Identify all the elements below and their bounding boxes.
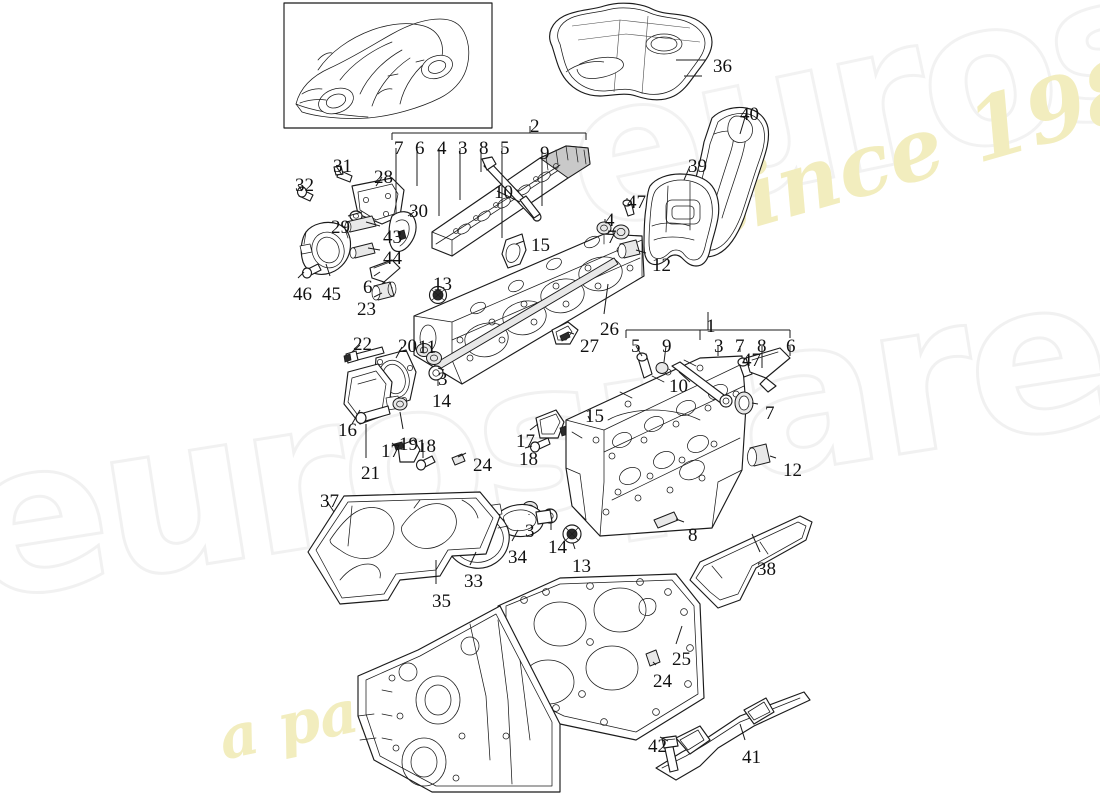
- callout-number-19[interactable]: 19: [399, 434, 418, 455]
- callout-number-5[interactable]: 5: [500, 138, 510, 159]
- callout-number-14[interactable]: 14: [548, 537, 567, 558]
- part-41-rail: [655, 691, 811, 781]
- part-39-chain-cover: [643, 173, 720, 267]
- part-24-dowel-lower: [645, 649, 661, 667]
- part-37-gasket: [307, 491, 501, 605]
- callout-number-3[interactable]: 3: [525, 521, 535, 542]
- callout-number-18[interactable]: 18: [519, 449, 538, 470]
- callout-number-18[interactable]: 18: [417, 436, 436, 457]
- callout-number-43[interactable]: 43: [383, 227, 402, 248]
- callout-number-27[interactable]: 27: [580, 336, 599, 357]
- callout-number-20[interactable]: 20: [398, 336, 417, 357]
- callout-number-4[interactable]: 4: [437, 138, 447, 159]
- callout-number-7[interactable]: 7: [765, 403, 775, 424]
- callout-number-41[interactable]: 41: [742, 747, 761, 768]
- callout-number-46[interactable]: 46: [293, 284, 312, 305]
- callout-number-8[interactable]: 8: [757, 336, 767, 357]
- callout-number-7[interactable]: 7: [394, 138, 404, 159]
- callout-number-45[interactable]: 45: [322, 284, 341, 305]
- callout-number-38[interactable]: 38: [757, 559, 776, 580]
- callout-number-44[interactable]: 44: [383, 248, 402, 269]
- callout-number-17[interactable]: 17: [381, 441, 400, 462]
- callout-number-33[interactable]: 33: [464, 571, 483, 592]
- callout-number-6[interactable]: 6: [786, 336, 796, 357]
- leader-lines: [297, 59, 791, 742]
- part-12-bush-upper: [617, 239, 641, 259]
- callout-number-47[interactable]: 47: [742, 350, 761, 371]
- callout-number-12[interactable]: 12: [783, 460, 802, 481]
- callout-number-5[interactable]: 5: [631, 336, 641, 357]
- callout-number-13[interactable]: 13: [572, 556, 591, 577]
- callout-number-25[interactable]: 25: [672, 649, 691, 670]
- callout-number-8[interactable]: 8: [688, 525, 698, 546]
- callout-number-3[interactable]: 3: [438, 369, 448, 390]
- callout-number-34[interactable]: 34: [508, 547, 527, 568]
- callout-number-9[interactable]: 9: [540, 143, 550, 164]
- part-27-sensor: [551, 321, 579, 345]
- callout-number-2[interactable]: 2: [530, 116, 540, 137]
- callout-number-29[interactable]: 29: [331, 217, 350, 238]
- callout-number-7[interactable]: 7: [607, 227, 617, 248]
- callout-number-42[interactable]: 42: [648, 736, 667, 757]
- callout-number-26[interactable]: 26: [600, 319, 619, 340]
- callout-number-16[interactable]: 16: [338, 420, 357, 441]
- part-2-camshaft-carrier: [431, 145, 591, 257]
- part-38-gasket-strip: [689, 515, 813, 609]
- callout-number-8[interactable]: 8: [479, 138, 489, 159]
- callout-number-17[interactable]: 17: [516, 431, 535, 452]
- callout-number-4[interactable]: 4: [605, 210, 615, 231]
- callout-number-9[interactable]: 9: [662, 336, 672, 357]
- vehicle-thumbnail: [283, 2, 493, 129]
- callout-number-30[interactable]: 30: [409, 201, 428, 222]
- engine-block-and-head-gasket: [357, 573, 705, 793]
- callout-number-15[interactable]: 15: [531, 235, 550, 256]
- left-parts-cluster: [296, 165, 527, 305]
- callout-number-12[interactable]: 12: [652, 255, 671, 276]
- callout-number-40[interactable]: 40: [740, 104, 759, 125]
- callout-number-24[interactable]: 24: [653, 671, 672, 692]
- callout-number-35[interactable]: 35: [432, 591, 451, 612]
- callout-number-22[interactable]: 22: [353, 334, 372, 355]
- callout-number-15[interactable]: 15: [585, 406, 604, 427]
- callout-number-6[interactable]: 6: [415, 138, 425, 159]
- small-parts-upper-right: [596, 199, 635, 240]
- callout-number-11[interactable]: 11: [418, 337, 437, 358]
- callout-number-13[interactable]: 13: [433, 274, 452, 295]
- callout-number-47[interactable]: 47: [627, 192, 646, 213]
- callout-number-7[interactable]: 7: [735, 336, 745, 357]
- callout-number-3[interactable]: 3: [458, 138, 468, 159]
- callout-number-23[interactable]: 23: [357, 299, 376, 320]
- callout-number-32[interactable]: 32: [295, 175, 314, 196]
- callout-number-24[interactable]: 24: [473, 455, 492, 476]
- callout-number-21[interactable]: 21: [361, 463, 380, 484]
- callout-number-14[interactable]: 14: [432, 391, 451, 412]
- callout-number-6[interactable]: 6: [363, 277, 373, 298]
- callout-number-36[interactable]: 36: [713, 56, 732, 77]
- callout-number-10[interactable]: 10: [494, 182, 513, 203]
- part-9-pin: [519, 195, 541, 219]
- callout-number-1[interactable]: 1: [706, 316, 716, 337]
- callout-number-28[interactable]: 28: [374, 167, 393, 188]
- callout-number-3[interactable]: 3: [714, 336, 724, 357]
- callout-number-39[interactable]: 39: [688, 156, 707, 177]
- callout-number-37[interactable]: 37: [320, 491, 339, 512]
- part-36-cover-gasket: [549, 2, 713, 101]
- callout-number-10[interactable]: 10: [669, 376, 688, 397]
- part-1-cylinder-head-right: [565, 355, 747, 537]
- callout-number-31[interactable]: 31: [333, 156, 352, 177]
